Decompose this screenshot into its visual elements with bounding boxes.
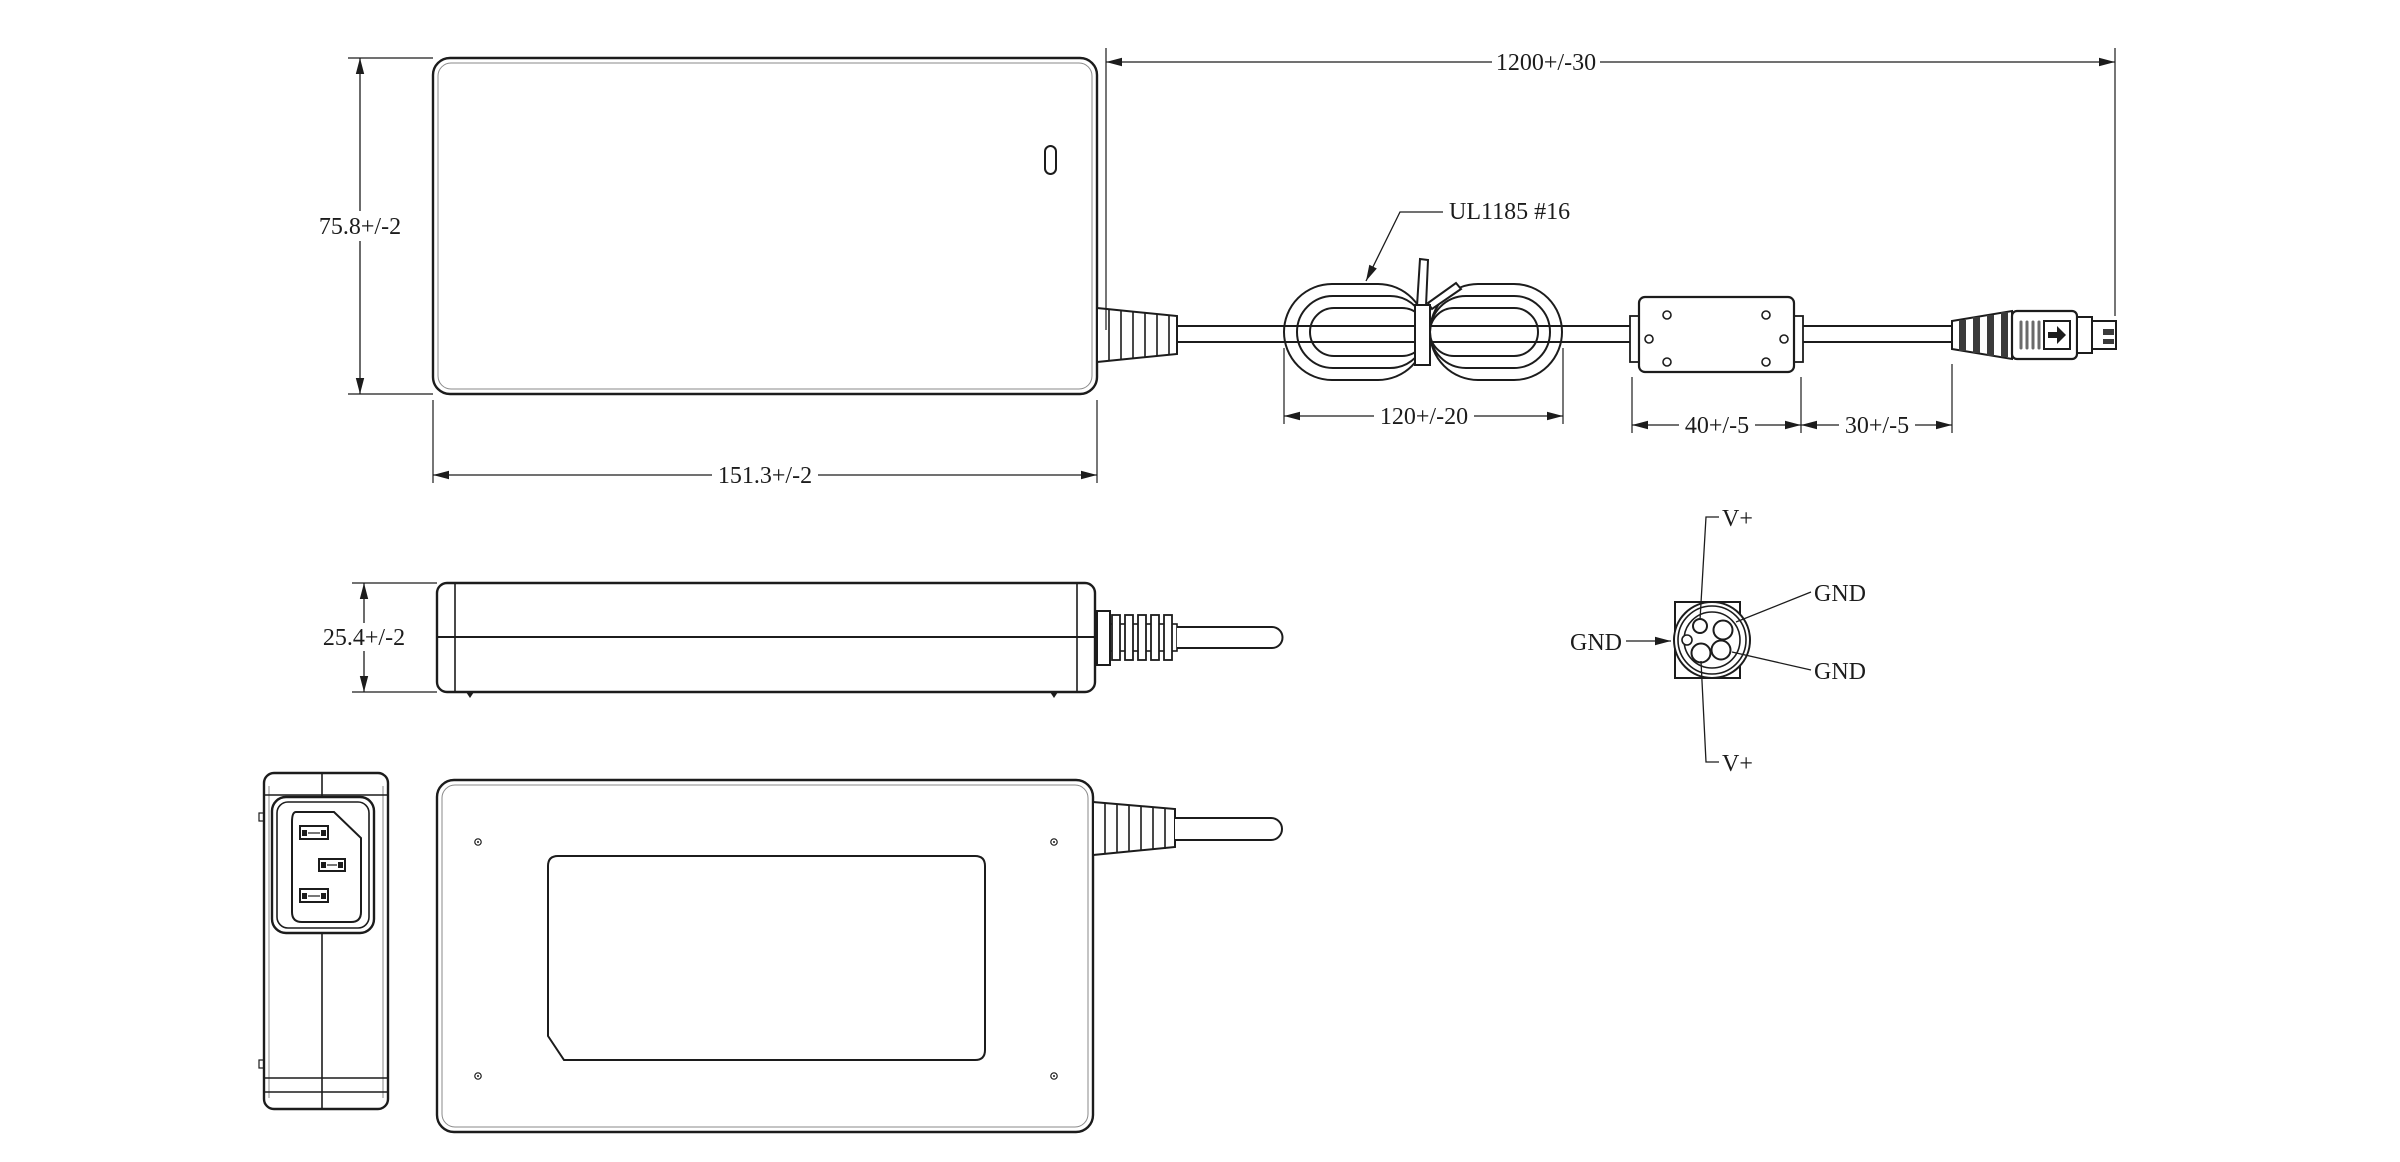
pinout-label-right-bottom: GND xyxy=(1814,659,1866,685)
cable-stub-side xyxy=(1177,626,1284,649)
connector-boot xyxy=(1951,309,2013,361)
cable-coil xyxy=(1283,257,1563,381)
pin-bottom-left xyxy=(1690,642,1712,664)
pin-top-left xyxy=(1692,618,1708,634)
strain-relief-side-view xyxy=(1096,610,1178,666)
cable-spec-label: UL1185 #16 xyxy=(1449,199,1570,225)
cable-stub-bottom xyxy=(1175,817,1283,841)
strain-relief-bottom-view xyxy=(1092,800,1176,857)
connector-section-dimension: 30+/-5 xyxy=(1801,364,1953,439)
cable-spec-callout: UL1185 #16 xyxy=(1365,199,1570,282)
ac-inlet-end-view xyxy=(258,771,390,1111)
cable-overall-dimension-label: 1200+/-30 xyxy=(1496,50,1596,76)
pinout-label-left: GND xyxy=(1570,630,1622,656)
orientation-arrow-icon xyxy=(2048,326,2066,344)
screw-holes xyxy=(474,838,1058,1080)
iec-inlet xyxy=(270,795,376,935)
inlet-recess xyxy=(291,811,362,923)
inlet-pin-bottom xyxy=(299,888,329,903)
thickness-dimension-label: 25.4+/-2 xyxy=(323,625,405,651)
cable-tie xyxy=(1414,304,1431,366)
dc-connector xyxy=(1951,309,2117,361)
cable-tail-vertical xyxy=(1415,257,1430,307)
height-dimension-label: 75.8+/-2 xyxy=(319,214,401,240)
strain-relief-top-view xyxy=(1096,306,1178,364)
dc-pinout-diagram: V+ GND GND GND V+ xyxy=(1570,506,1866,777)
thickness-dimension: 25.4+/-2 xyxy=(316,582,437,693)
inlet-pin-top xyxy=(299,825,329,840)
cable-bundle-dimension: 120+/-20 xyxy=(1283,348,1564,430)
height-dimension: 75.8+/-2 xyxy=(312,57,433,395)
pin-bottom-right xyxy=(1710,639,1732,661)
top-view xyxy=(431,56,1178,396)
filter-box-dimension: 40+/-5 xyxy=(1631,377,1802,439)
pinout-label-top: V+ xyxy=(1722,506,1753,532)
bottom-view xyxy=(435,778,1283,1134)
filter-box-dimension-label: 40+/-5 xyxy=(1685,413,1749,439)
inlet-pin-middle xyxy=(318,858,346,872)
pinout-label-right-top: GND xyxy=(1814,581,1866,607)
cable-bundle-dimension-label: 120+/-20 xyxy=(1380,404,1468,430)
led-indicator xyxy=(1044,145,1057,175)
cable-overall-dimension: 1200+/-30 xyxy=(1105,48,2116,330)
width-dimension: 151.3+/-2 xyxy=(432,400,1098,489)
width-dimension-label: 151.3+/-2 xyxy=(718,463,812,489)
pinout-label-bottom: V+ xyxy=(1722,751,1753,777)
connector-section-dimension-label: 30+/-5 xyxy=(1845,413,1909,439)
output-cable xyxy=(1177,325,1952,343)
keyway-notch xyxy=(1681,634,1693,646)
ferrite-filter-box xyxy=(1629,295,1804,374)
cable-tail-angled xyxy=(1426,281,1463,311)
pin-top-right xyxy=(1712,619,1734,641)
connector-collar xyxy=(2076,316,2093,354)
label-recess xyxy=(547,855,986,1061)
side-view xyxy=(435,581,1284,698)
